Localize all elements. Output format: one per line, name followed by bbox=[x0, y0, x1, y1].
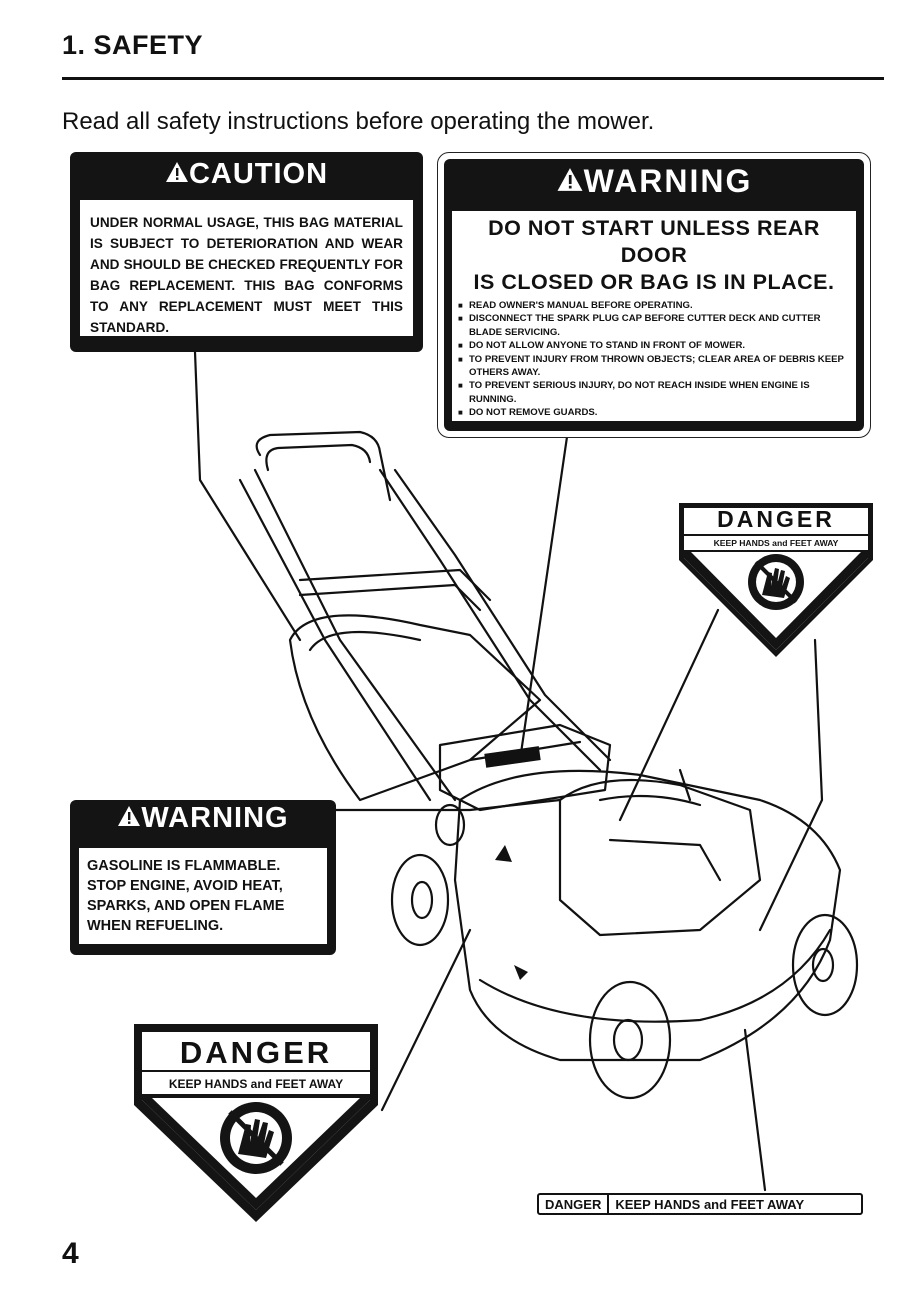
strip-left-text: DANGER bbox=[539, 1197, 607, 1212]
warning-item: DO NOT ALLOW ANYONE TO STAND IN FRONT OF… bbox=[458, 339, 850, 352]
warning-label-main: WARNING DO NOT START UNLESS REAR DOOR IS… bbox=[444, 159, 864, 431]
warning-gas-line: SPARKS, AND OPEN FLAME bbox=[87, 896, 319, 916]
danger-small-subtitle: KEEP HANDS and FEET AWAY bbox=[676, 538, 876, 548]
warning-item: TO PREVENT INJURY FROM THROWN OBJECTS; C… bbox=[458, 353, 850, 380]
warning-item: READ OWNER'S MANUAL BEFORE OPERATING. bbox=[458, 299, 850, 312]
leader-line-strip bbox=[745, 1030, 765, 1190]
danger-large-title: DANGER bbox=[130, 1035, 382, 1071]
leader-line-danger-large bbox=[382, 930, 470, 1110]
warning-headline-2: IS CLOSED OR BAG IS IN PLACE. bbox=[458, 269, 850, 296]
warning-item: DO NOT REMOVE GUARDS. bbox=[458, 406, 850, 419]
caution-title-text: CAUTION bbox=[189, 158, 328, 190]
strip-right-text: KEEP HANDS and FEET AWAY bbox=[609, 1197, 810, 1212]
warning-gas-line: WHEN REFUELING. bbox=[87, 916, 319, 936]
warning-list: READ OWNER'S MANUAL BEFORE OPERATING. DI… bbox=[458, 299, 850, 420]
hand-hazard-icon bbox=[748, 554, 804, 610]
warning-gas-line: STOP ENGINE, AVOID HEAT, bbox=[87, 876, 319, 896]
leader-line-danger-right bbox=[760, 640, 822, 930]
danger-strip-label: DANGER KEEP HANDS and FEET AWAY bbox=[537, 1193, 863, 1215]
warning-item: DISCONNECT THE SPARK PLUG CAP BEFORE CUT… bbox=[458, 312, 850, 339]
warning-gas-title: WARNING bbox=[70, 802, 336, 835]
warning-main-title-text: WARNING bbox=[584, 163, 753, 199]
danger-large-subtitle: KEEP HANDS and FEET AWAY bbox=[130, 1077, 382, 1091]
intro-text: Read all safety instructions before oper… bbox=[62, 108, 654, 136]
warning-gas-title-text: WARNING bbox=[141, 802, 288, 834]
warning-item: TO PREVENT SERIOUS INJURY, DO NOT REACH … bbox=[458, 379, 850, 406]
warning-main-panel: DO NOT START UNLESS REAR DOOR IS CLOSED … bbox=[452, 211, 856, 421]
warning-headline-1: DO NOT START UNLESS REAR DOOR bbox=[458, 215, 850, 269]
caution-label: CAUTION UNDER NORMAL USAGE, THIS BAG MAT… bbox=[70, 152, 423, 352]
warning-gas-panel: GASOLINE IS FLAMMABLE. STOP ENGINE, AVOI… bbox=[79, 848, 327, 944]
warning-gas-line: GASOLINE IS FLAMMABLE. bbox=[87, 856, 319, 876]
danger-small-title: DANGER bbox=[676, 506, 876, 533]
warning-triangle-icon bbox=[556, 163, 584, 200]
warning-main-title: WARNING bbox=[444, 163, 864, 200]
danger-label-small: DANGER KEEP HANDS and FEET AWAY bbox=[676, 500, 876, 660]
danger-label-large: DANGER KEEP HANDS and FEET AWAY bbox=[130, 1020, 382, 1225]
warning-triangle-icon bbox=[165, 158, 189, 191]
section-heading: 1. SAFETY bbox=[62, 30, 203, 61]
warning-label-gasoline: WARNING GASOLINE IS FLAMMABLE. STOP ENGI… bbox=[70, 800, 336, 955]
warning-triangle-icon bbox=[117, 802, 141, 835]
heading-rule bbox=[62, 77, 884, 80]
caution-text: UNDER NORMAL USAGE, THIS BAG MATERIAL IS… bbox=[80, 200, 413, 336]
page-number: 4 bbox=[62, 1237, 79, 1271]
caution-title: CAUTION bbox=[70, 158, 423, 191]
hand-hazard-icon bbox=[220, 1102, 292, 1174]
